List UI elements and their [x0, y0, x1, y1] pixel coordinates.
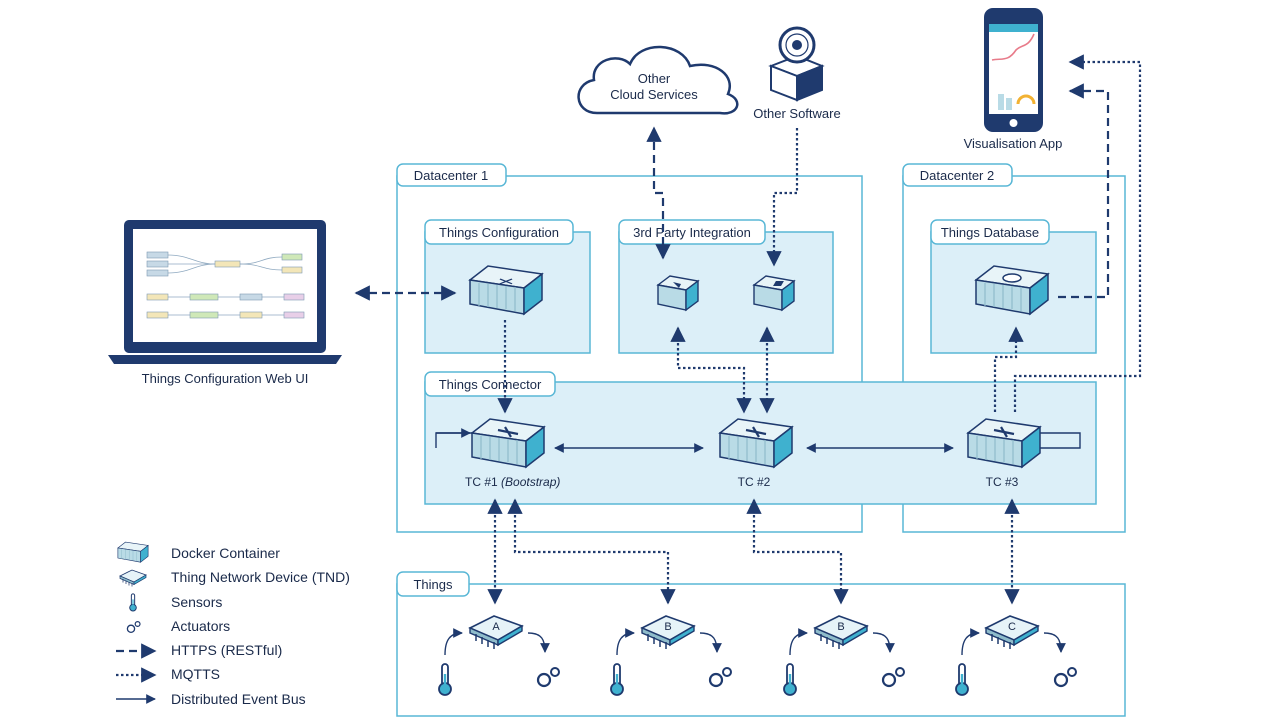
tnd-chip-icon: [119, 569, 147, 587]
web-ui-laptop-icon: [108, 220, 342, 364]
device-b1-letter: B: [664, 621, 671, 633]
things-configuration-tab: Things Configuration: [424, 219, 574, 245]
third-party-container-1: [657, 275, 699, 311]
legend-label-event-bus: Distributed Event Bus: [171, 691, 306, 707]
visualisation-app-phone-icon: [984, 8, 1043, 132]
cloud-services-icon: Other Cloud Services: [577, 45, 739, 115]
things-database-container: [975, 265, 1049, 315]
other-software-icon: [768, 26, 825, 102]
https-links: [354, 83, 1110, 301]
visualisation-app-label: Visualisation App: [964, 136, 1063, 151]
device-a: A: [469, 615, 523, 650]
tc3-container: [967, 418, 1041, 468]
third-party-container-2: [753, 275, 795, 311]
other-software-label: Other Software: [753, 106, 840, 121]
tc1-container: [471, 418, 545, 468]
tc1-label: TC #1 (Bootstrap): [465, 475, 560, 489]
legend-label-https: HTTPS (RESTful): [171, 642, 282, 658]
things-connector-tab: Things Connector: [424, 371, 556, 397]
third-party-panel: [618, 231, 834, 354]
legend-label-docker: Docker Container: [171, 545, 280, 561]
legend: Docker Container Thing Network Device (T…: [116, 541, 350, 707]
cloud-label-line-1: Other: [638, 71, 671, 86]
datacenter-1-label: Datacenter 1: [414, 168, 488, 183]
datacenter-2-tab: Datacenter 2: [902, 163, 1013, 187]
mqtts-links: [487, 54, 1142, 605]
datacenter-1-tab: Datacenter 1: [396, 163, 507, 187]
tc2-container: [719, 418, 793, 468]
things-configuration-label: Things Configuration: [439, 225, 559, 240]
device-c-letter: C: [1008, 621, 1016, 633]
device-b2-letter: B: [837, 621, 844, 633]
docker-container-icon: [117, 541, 149, 563]
device-a-letter: A: [492, 621, 500, 633]
web-ui-label: Things Configuration Web UI: [142, 371, 309, 386]
actuator-icon: [126, 620, 141, 634]
tc3-label: TC #3: [986, 475, 1019, 489]
things-tab: Things: [396, 571, 470, 597]
legend-label-tnd: Thing Network Device (TND): [171, 569, 350, 585]
thermometer-icon: [129, 593, 137, 612]
device-c: C: [985, 615, 1039, 650]
things-label: Things: [413, 577, 453, 592]
datacenter-2-label: Datacenter 2: [920, 168, 994, 183]
device-b1: B: [641, 615, 695, 650]
things-configuration-container: [469, 265, 543, 315]
third-party-label: 3rd Party Integration: [633, 225, 751, 240]
device-io-arrows: [444, 628, 1066, 656]
cloud-label-line-2: Cloud Services: [610, 87, 698, 102]
legend-label-sensors: Sensors: [171, 594, 222, 610]
device-b2: B: [814, 615, 868, 650]
tc2-label: TC #2: [738, 475, 771, 489]
third-party-tab: 3rd Party Integration: [618, 219, 766, 245]
things-database-label: Things Database: [941, 225, 1039, 240]
things-database-tab: Things Database: [930, 219, 1050, 245]
legend-label-mqtts: MQTTS: [171, 666, 220, 682]
things-frame: [396, 583, 1126, 717]
legend-label-actuators: Actuators: [171, 618, 230, 634]
distributed-event-bus: [435, 428, 1081, 453]
things-connector-label: Things Connector: [439, 377, 542, 392]
